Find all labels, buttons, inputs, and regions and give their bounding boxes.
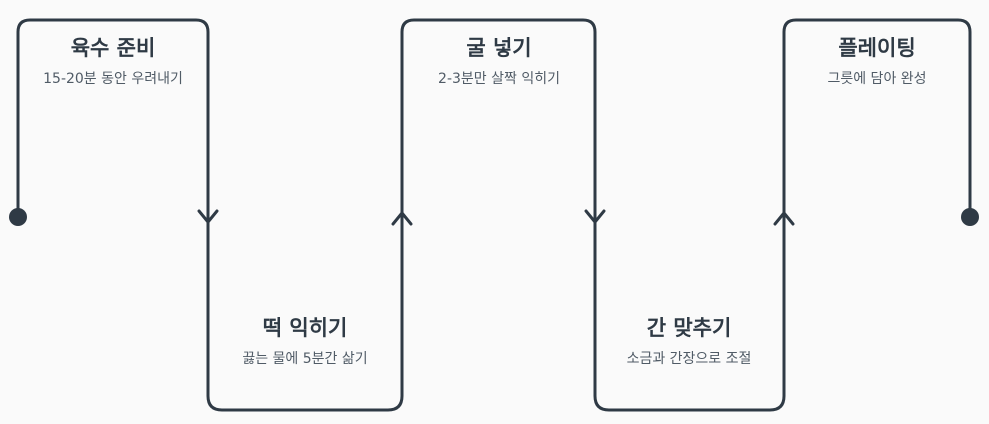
step-2: 떡 익히기 끓는 물에 5분간 삶기: [210, 315, 400, 369]
step-4: 간 맞추기 소금과 간장으로 조절: [594, 315, 784, 369]
end-dot: [961, 208, 979, 226]
step-description: 끓는 물에 5분간 삶기: [242, 351, 368, 367]
start-dot: [9, 208, 27, 226]
step-title: 육수 준비: [70, 36, 156, 60]
step-title: 플레이팅: [838, 36, 916, 60]
step-3: 굴 넣기 2-3분만 살짝 익히기: [404, 35, 594, 89]
step-description: 2-3분만 살짝 익히기: [438, 71, 560, 87]
step-description: 그릇에 담아 완성: [827, 71, 927, 87]
step-description: 15-20분 동안 우려내기: [43, 71, 183, 87]
step-1: 육수 준비 15-20분 동안 우려내기: [18, 35, 208, 89]
step-title: 간 맞추기: [646, 316, 732, 340]
step-5: 플레이팅 그릇에 담아 완성: [782, 35, 972, 89]
arrow-up-icon: [773, 211, 795, 226]
arrow-down-icon: [197, 209, 219, 224]
step-description: 소금과 간장으로 조절: [626, 351, 752, 367]
step-title: 굴 넣기: [466, 36, 532, 60]
step-title: 떡 익히기: [262, 316, 348, 340]
arrow-up-icon: [391, 211, 413, 226]
connector-path: [16, 18, 972, 412]
arrow-down-icon: [584, 209, 606, 224]
